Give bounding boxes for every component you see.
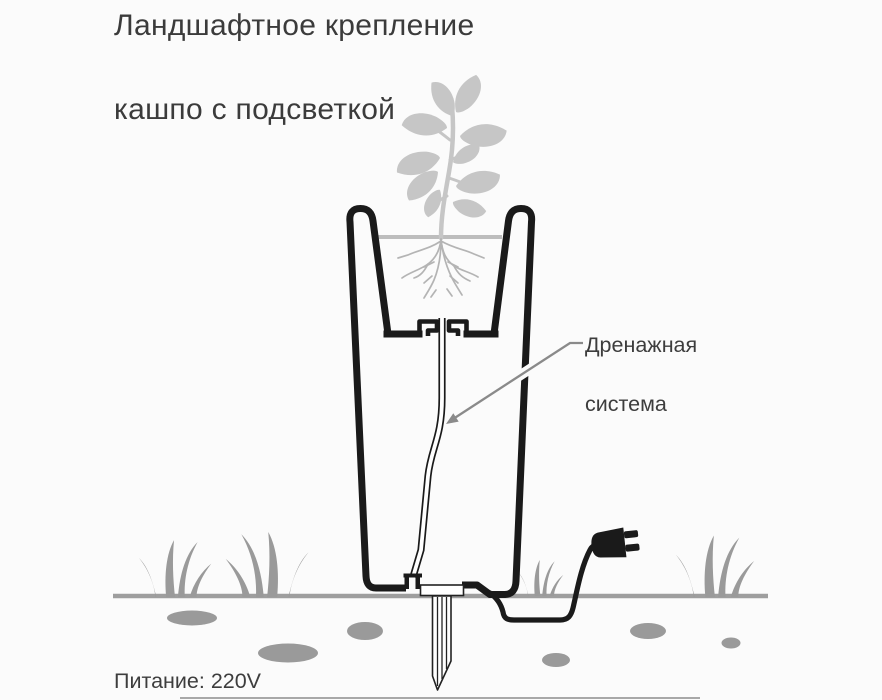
plant-silhouette xyxy=(396,73,508,241)
root-ball xyxy=(397,238,485,299)
power-cable xyxy=(487,541,601,623)
spike-plate xyxy=(419,584,465,597)
page-title: Ландшафтное крепление кашпо с подсветкой xyxy=(114,5,474,131)
title-line-1: Ландшафтное крепление xyxy=(114,9,475,42)
drainage-tube xyxy=(409,318,446,579)
title-line-2: кашпо с подсветкой xyxy=(114,93,396,126)
ground-spike xyxy=(419,584,465,691)
drainage-label: Дренажная система xyxy=(585,331,697,420)
drainage-label-line-1: Дренажная xyxy=(585,333,698,357)
bottom-crop-edge xyxy=(180,697,700,699)
power-label: Питание: 220V xyxy=(114,669,262,693)
power-plug-icon xyxy=(591,527,640,558)
soil-stones xyxy=(167,610,741,667)
drainage-leader-line xyxy=(446,338,583,424)
tube-fitting xyxy=(403,573,422,589)
drainage-label-line-2: система xyxy=(585,392,667,416)
planter-cross-section xyxy=(346,205,536,598)
arrowhead-icon xyxy=(446,413,459,424)
